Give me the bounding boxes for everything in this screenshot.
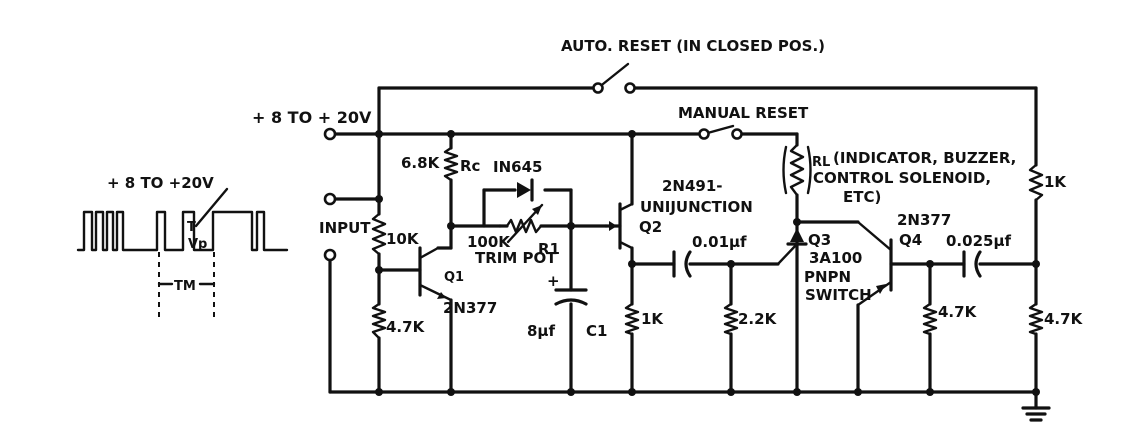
waveform-supply-label: + 8 TO +20V bbox=[107, 174, 214, 192]
resistor-1k-q2 bbox=[624, 302, 640, 336]
load-desc-2: CONTROL SOLENOID, bbox=[813, 169, 991, 187]
pot-value-label: 100K bbox=[467, 233, 511, 251]
rl-label: RL bbox=[812, 155, 830, 170]
input-waveform bbox=[76, 187, 289, 318]
supply-label: + 8 TO + 20V bbox=[252, 108, 372, 127]
q3-label: Q3 bbox=[808, 231, 831, 249]
waveform-t-label: T bbox=[187, 220, 196, 235]
pot-desc-label: TRIM POT bbox=[475, 249, 557, 267]
auto-reset-contact-right bbox=[624, 82, 636, 94]
r-4-7k-right-label: 4.7K bbox=[1044, 310, 1084, 328]
resistor-10k bbox=[371, 212, 387, 256]
resistor-4-7k-q1 bbox=[371, 302, 387, 340]
cap-0-025-label: 0.025μf bbox=[946, 232, 1011, 250]
input-ground-terminal bbox=[323, 248, 337, 262]
auto-reset-contact-left bbox=[592, 82, 604, 94]
c1-value-label: 8μf bbox=[527, 322, 555, 340]
r-4-7k-q1-label: 4.7K bbox=[386, 318, 426, 336]
r-6-8k-label: 6.8K bbox=[401, 154, 441, 172]
unijunction-q2 bbox=[604, 202, 634, 250]
ground-symbol bbox=[1021, 406, 1051, 422]
waveform-tm-label: TM bbox=[174, 279, 196, 294]
q3-desc-1: PNPN bbox=[804, 268, 851, 286]
c1-name-label: C1 bbox=[586, 322, 607, 340]
q4-type-label: 2N377 bbox=[897, 211, 951, 229]
q3-desc-2: SWITCH bbox=[805, 286, 872, 304]
resistor-4-7k-q4 bbox=[922, 302, 938, 336]
r-4-7k-q4-label: 4.7K bbox=[938, 303, 978, 321]
load-desc-1: (INDICATOR, BUZZER, bbox=[833, 149, 1016, 167]
manual-reset-contact-right bbox=[731, 128, 743, 140]
auto-reset-label: AUTO. RESET (IN CLOSED POS.) bbox=[561, 37, 825, 55]
rc-label: Rc bbox=[460, 157, 480, 175]
capacitor-0-025 bbox=[962, 250, 982, 278]
diode-in645 bbox=[517, 178, 534, 202]
transistor-q1 bbox=[418, 246, 453, 302]
q1-type-label: 2N377 bbox=[443, 299, 497, 317]
q2-desc-label: UNIJUNCTION bbox=[640, 198, 753, 216]
supply-terminal bbox=[323, 127, 337, 141]
trim-pot-r1 bbox=[498, 203, 573, 244]
cap-0-01-label: 0.01μf bbox=[692, 233, 747, 251]
manual-reset-contact-left bbox=[698, 128, 710, 140]
capacitor-0-01 bbox=[672, 250, 692, 278]
q2-type-label: 2N491- bbox=[662, 177, 723, 195]
load-resistor-rl bbox=[782, 143, 812, 197]
r-1k-right-label: 1K bbox=[1044, 173, 1067, 191]
resistor-1k-right bbox=[1028, 163, 1044, 202]
q3-type-label: 3A100 bbox=[809, 249, 862, 267]
input-terminal bbox=[323, 192, 337, 206]
capacitor-c1 bbox=[554, 288, 588, 306]
c1-plus-label: + bbox=[547, 272, 560, 290]
manual-reset-label: MANUAL RESET bbox=[678, 104, 809, 122]
q2-label: Q2 bbox=[639, 218, 662, 236]
pot-name-label: R1 bbox=[538, 240, 560, 258]
diode-label: IN645 bbox=[493, 158, 542, 176]
resistor-4-7k-right bbox=[1028, 302, 1044, 336]
resistor-2-2k bbox=[723, 302, 739, 336]
resistor-rc bbox=[443, 146, 459, 182]
junction-dots bbox=[375, 130, 1040, 396]
input-label: INPUT bbox=[319, 219, 371, 237]
waveform-vp-label: Vp bbox=[188, 237, 207, 252]
q1-label: Q1 bbox=[444, 270, 464, 285]
r-10k-label: 10K bbox=[386, 230, 420, 248]
transistor-q4 bbox=[856, 220, 893, 307]
circuit-wiring bbox=[328, 62, 1038, 410]
q4-label: Q4 bbox=[899, 231, 922, 249]
r-2-2k-label: 2.2K bbox=[738, 310, 778, 328]
load-desc-3: ETC) bbox=[843, 188, 881, 206]
r-1k-q2-label: 1K bbox=[641, 310, 664, 328]
pnpn-switch-q3 bbox=[776, 228, 808, 266]
